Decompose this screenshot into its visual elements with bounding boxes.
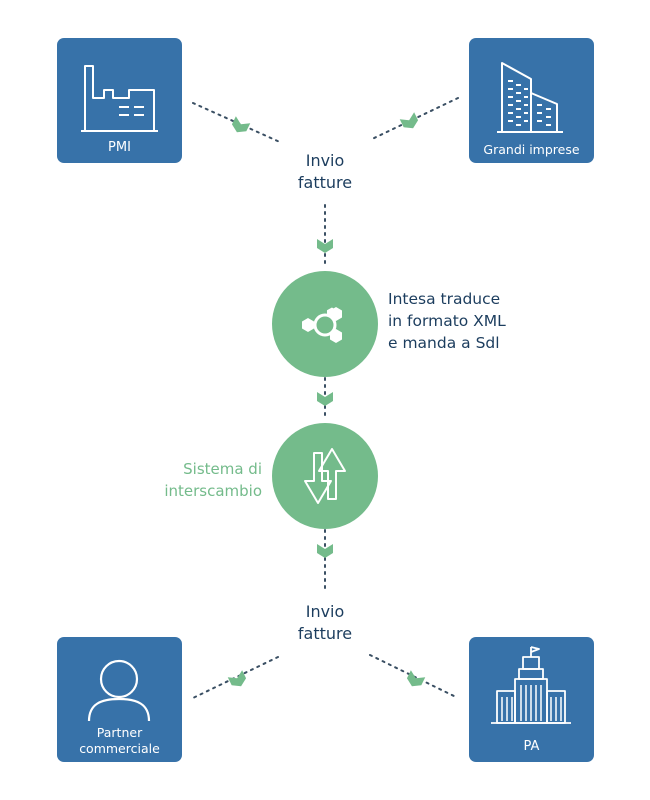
node-partner-label-line2: commerciale <box>79 741 160 756</box>
chevron-down-icon <box>317 239 333 253</box>
exchange-arrows-icon <box>304 448 346 504</box>
node-pmi: PMI <box>57 38 182 163</box>
node-pa-label: PA <box>523 739 540 754</box>
hexagon-network-icon <box>302 307 342 343</box>
node-partner-label: Partner commerciale <box>57 725 182 757</box>
chevron-down-icon <box>317 392 333 406</box>
step-sistema-text: Sistema di interscambio <box>140 458 262 502</box>
step-invio-top-line1: Invio <box>305 151 345 170</box>
step-intesa-line2: in formato XML <box>388 312 506 330</box>
step-sistema-line2: interscambio <box>164 482 262 500</box>
chevron-down-icon <box>406 670 426 687</box>
person-icon <box>87 659 151 722</box>
step-sistema-circle <box>272 423 378 529</box>
chevron-down-icon <box>399 112 419 129</box>
connector-partner <box>192 656 279 699</box>
step-invio-top: Invio fatture <box>275 150 375 194</box>
office-building-icon <box>497 62 563 133</box>
node-pa: PA <box>469 637 594 762</box>
step-intesa-text: Intesa traduce in formato XML e manda a … <box>388 288 506 354</box>
node-partner-label-line1: Partner <box>96 725 143 740</box>
chevron-down-icon <box>227 670 247 687</box>
node-pmi-label: PMI <box>108 140 131 155</box>
chevron-down-icon <box>231 116 251 133</box>
node-grandi-imprese: Grandi imprese <box>469 38 594 163</box>
node-grandi-imprese-label: Grandi imprese <box>483 142 580 157</box>
chevron-down-icon <box>317 544 333 558</box>
step-intesa-line1: Intesa traduce <box>388 290 501 308</box>
step-sistema-line1: Sistema di <box>183 460 262 478</box>
node-partner: Partner commerciale <box>57 637 182 762</box>
step-invio-top-line2: fatture <box>297 173 353 192</box>
step-intesa-line3: e manda a Sdl <box>388 334 500 352</box>
step-invio-bottom: Invio fatture <box>275 601 375 645</box>
government-building-icon <box>491 646 571 724</box>
step-invio-bottom-line1: Invio <box>305 602 345 621</box>
step-intesa-circle <box>272 271 378 377</box>
factory-icon <box>81 65 158 132</box>
step-invio-bottom-line2: fatture <box>297 624 353 643</box>
